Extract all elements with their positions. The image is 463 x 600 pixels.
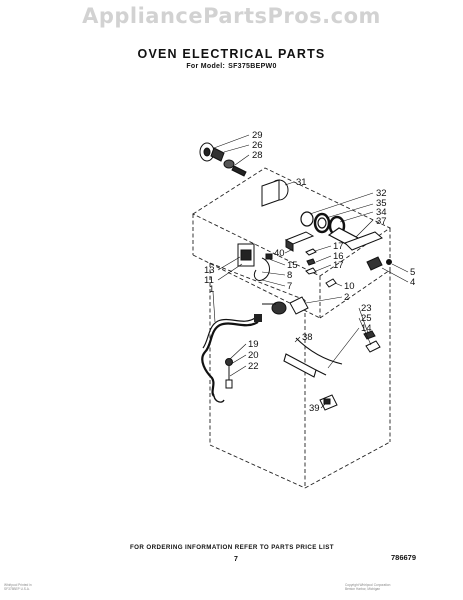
callout-20: 20 — [248, 350, 259, 361]
callout-28: 28 — [252, 150, 263, 161]
callout-2: 2 — [344, 292, 349, 303]
callout-22: 22 — [248, 361, 259, 372]
part-5-4-switch — [366, 256, 392, 271]
part-13-relay — [237, 243, 273, 281]
part-clips — [305, 248, 317, 275]
model-number: SF375BEPW0 — [228, 63, 277, 70]
callout-4: 4 — [410, 277, 415, 288]
part-10-clip — [325, 278, 337, 288]
leader-lines — [212, 134, 409, 409]
callout-39: 39 — [309, 403, 320, 414]
callout-15: 15 — [287, 260, 298, 271]
callout-26: 26 — [252, 140, 263, 151]
model-label: For Model: — [186, 63, 226, 70]
part-19-20-22-plug — [225, 358, 233, 389]
page-number: 7 — [234, 556, 238, 563]
part-2-lamp-socket — [262, 296, 309, 315]
callout-16: 16 — [333, 251, 344, 262]
fine-print-left-line1: Whirlpool Printed in — [4, 583, 32, 587]
part-40-terminal-block — [284, 231, 315, 252]
fine-print-left-line2: SF375BEP U.S.A. — [4, 587, 30, 591]
watermark: AppliancePartsPros.com — [82, 4, 381, 28]
part-14-38-element — [283, 337, 343, 378]
callout-37: 37 — [376, 216, 387, 227]
fine-print-right-line1: Copyright Whirlpool Corporation — [345, 583, 391, 587]
callout-11: 11 — [204, 275, 214, 286]
callout-1: 1 — [209, 284, 214, 295]
callout-labels: 29 26 28 31 32 35 34 37 40 17 16 17 15 8… — [204, 130, 415, 414]
oven-cabinet-outline — [192, 167, 391, 489]
page-title: OVEN ELECTRICAL PARTS — [137, 47, 326, 61]
model-line: For Model:SF375BEPW0 — [0, 63, 463, 70]
callout-34: 34 — [376, 207, 387, 218]
callout-32: 32 — [376, 188, 387, 199]
part-31-switch — [261, 179, 289, 207]
fine-print-right-line2: Benton Harbor, Michigan — [345, 587, 381, 591]
fine-print-left: Whirlpool Printed in SF375BEP U.S.A. — [4, 583, 32, 591]
callout-17-upper: 17 — [333, 241, 344, 252]
callout-38: 38 — [302, 332, 313, 343]
callout-35: 35 — [376, 198, 387, 209]
callout-19: 19 — [248, 339, 259, 350]
callout-31: 31 — [296, 177, 307, 188]
callout-10: 10 — [344, 281, 355, 292]
callout-8: 8 — [287, 270, 292, 281]
callout-7: 7 — [287, 281, 292, 292]
part-23-25-terminal — [363, 330, 381, 353]
part-37-bracket — [344, 231, 383, 251]
callout-25: 25 — [361, 313, 372, 324]
part-1-wiring-harness — [201, 314, 262, 403]
callout-23: 23 — [361, 303, 372, 314]
ordering-info: FOR ORDERING INFORMATION REFER TO PARTS … — [130, 544, 334, 551]
callout-14: 14 — [361, 323, 372, 334]
callout-13: 13 — [204, 265, 215, 276]
fine-print-right: Copyright Whirlpool Corporation Benton H… — [345, 583, 390, 591]
callout-17-lower: 17 — [333, 260, 344, 271]
part-knob-assembly — [199, 142, 247, 177]
callout-40: 40 — [274, 248, 285, 259]
callout-29: 29 — [252, 130, 263, 141]
document-number: 786679 — [391, 553, 417, 562]
callout-5: 5 — [410, 267, 415, 278]
part-39-connector — [319, 394, 338, 411]
